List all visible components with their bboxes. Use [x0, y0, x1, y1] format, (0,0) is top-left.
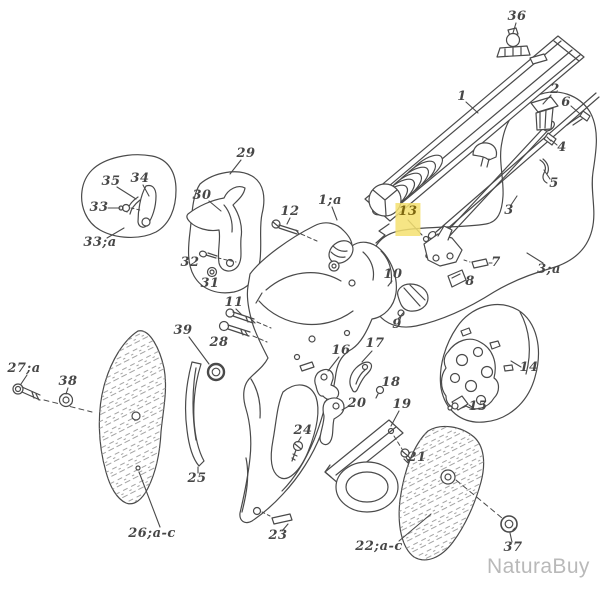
- mainspring-drawing: [185, 361, 205, 467]
- part-label-33-a: 33;a: [83, 235, 117, 250]
- inset-blob-lever-latch: [81, 154, 177, 238]
- part-label-16: 16: [331, 343, 351, 358]
- left-grip-panel: [98, 330, 167, 505]
- part-label-29: 29: [236, 146, 256, 161]
- grip-screw-27a: [12, 383, 93, 413]
- part-label-36: 36: [507, 9, 527, 24]
- pin-part-7: [463, 258, 489, 269]
- part-label-27-a: 27;a: [7, 361, 41, 376]
- rammer-head-part-2: [530, 96, 559, 131]
- part-label-28: 28: [209, 335, 229, 350]
- part-label-3: 3: [504, 203, 514, 218]
- lever-latch-bracket: [423, 225, 463, 267]
- cylinder-drawing: [439, 304, 539, 423]
- hammer-drawing: [186, 186, 246, 272]
- part-label-3-a: 3;a: [537, 262, 561, 277]
- inset-blob-hammer: [186, 171, 265, 294]
- leader-lines: [20, 22, 580, 543]
- part-label-38: 38: [58, 374, 78, 389]
- part-label-25: 25: [187, 471, 207, 486]
- part-label-1: 1: [457, 89, 467, 104]
- part-label-37: 37: [503, 540, 523, 555]
- part-label-12: 12: [280, 204, 300, 219]
- screw-part-11: [225, 308, 272, 329]
- part-label-5: 5: [549, 176, 559, 191]
- sear-part-17: [349, 361, 373, 393]
- part-label-2: 2: [550, 82, 560, 97]
- part-label-22-a-c: 22;a-c: [355, 539, 403, 554]
- spring-part-5: [539, 158, 549, 184]
- part-label-23: 23: [268, 528, 288, 543]
- trigger-guard-drawing: [324, 419, 404, 513]
- watermark: NaturaBuy: [487, 555, 590, 578]
- grip-nut-38: [58, 392, 74, 408]
- washer-part-39: [206, 362, 226, 382]
- trigger-part-20: [319, 397, 345, 446]
- screw-part-12: [271, 219, 318, 242]
- part-label-8: 8: [465, 274, 475, 289]
- part-label-4: 4: [557, 140, 567, 155]
- part-label-20: 20: [347, 396, 367, 411]
- part-label-17: 17: [365, 336, 385, 351]
- part-label-33: 33: [89, 200, 109, 215]
- part-label-21: 21: [407, 450, 427, 465]
- part-label-32: 32: [180, 255, 200, 270]
- hand-part-16: [314, 368, 340, 401]
- screw-part-6: [566, 110, 591, 126]
- right-grip-panel: [398, 425, 503, 561]
- hand-spring-zigzag: [375, 223, 390, 244]
- part-label-39: 39: [173, 323, 193, 338]
- nipple-part-15: [447, 395, 469, 411]
- screw-part-24: [291, 440, 304, 462]
- lever-group-blob: [368, 91, 597, 328]
- coil-spring-drawing: [368, 154, 444, 217]
- screw-part-28: [218, 320, 268, 343]
- part-label-31: 31: [200, 276, 220, 291]
- stud-part-18: [375, 385, 385, 399]
- part-label-30: 30: [192, 188, 212, 203]
- part-label-24: 24: [293, 423, 313, 438]
- part-label-13: 13: [395, 203, 421, 236]
- part-label-34: 34: [130, 171, 150, 186]
- part-label-15: 15: [468, 399, 488, 414]
- part-label-14: 14: [519, 360, 539, 375]
- pin-part-8: [447, 269, 467, 288]
- grip-nut-37: [500, 515, 518, 533]
- part-label-1-a: 1;a: [318, 193, 342, 208]
- part-label-26-a-c: 26;a-c: [128, 526, 176, 541]
- pin-part-23: [261, 511, 293, 525]
- part-label-6: 6: [561, 95, 571, 110]
- part-label-7: 7: [491, 255, 501, 270]
- part-label-19: 19: [392, 397, 412, 412]
- cylinder-pin-rod: [422, 92, 600, 243]
- latch-part-9: [397, 283, 429, 323]
- part-label-35: 35: [101, 174, 121, 189]
- part-label-10: 10: [383, 267, 403, 282]
- part-label-9: 9: [392, 317, 402, 332]
- part-label-11: 11: [224, 295, 244, 310]
- part-label-18: 18: [381, 375, 401, 390]
